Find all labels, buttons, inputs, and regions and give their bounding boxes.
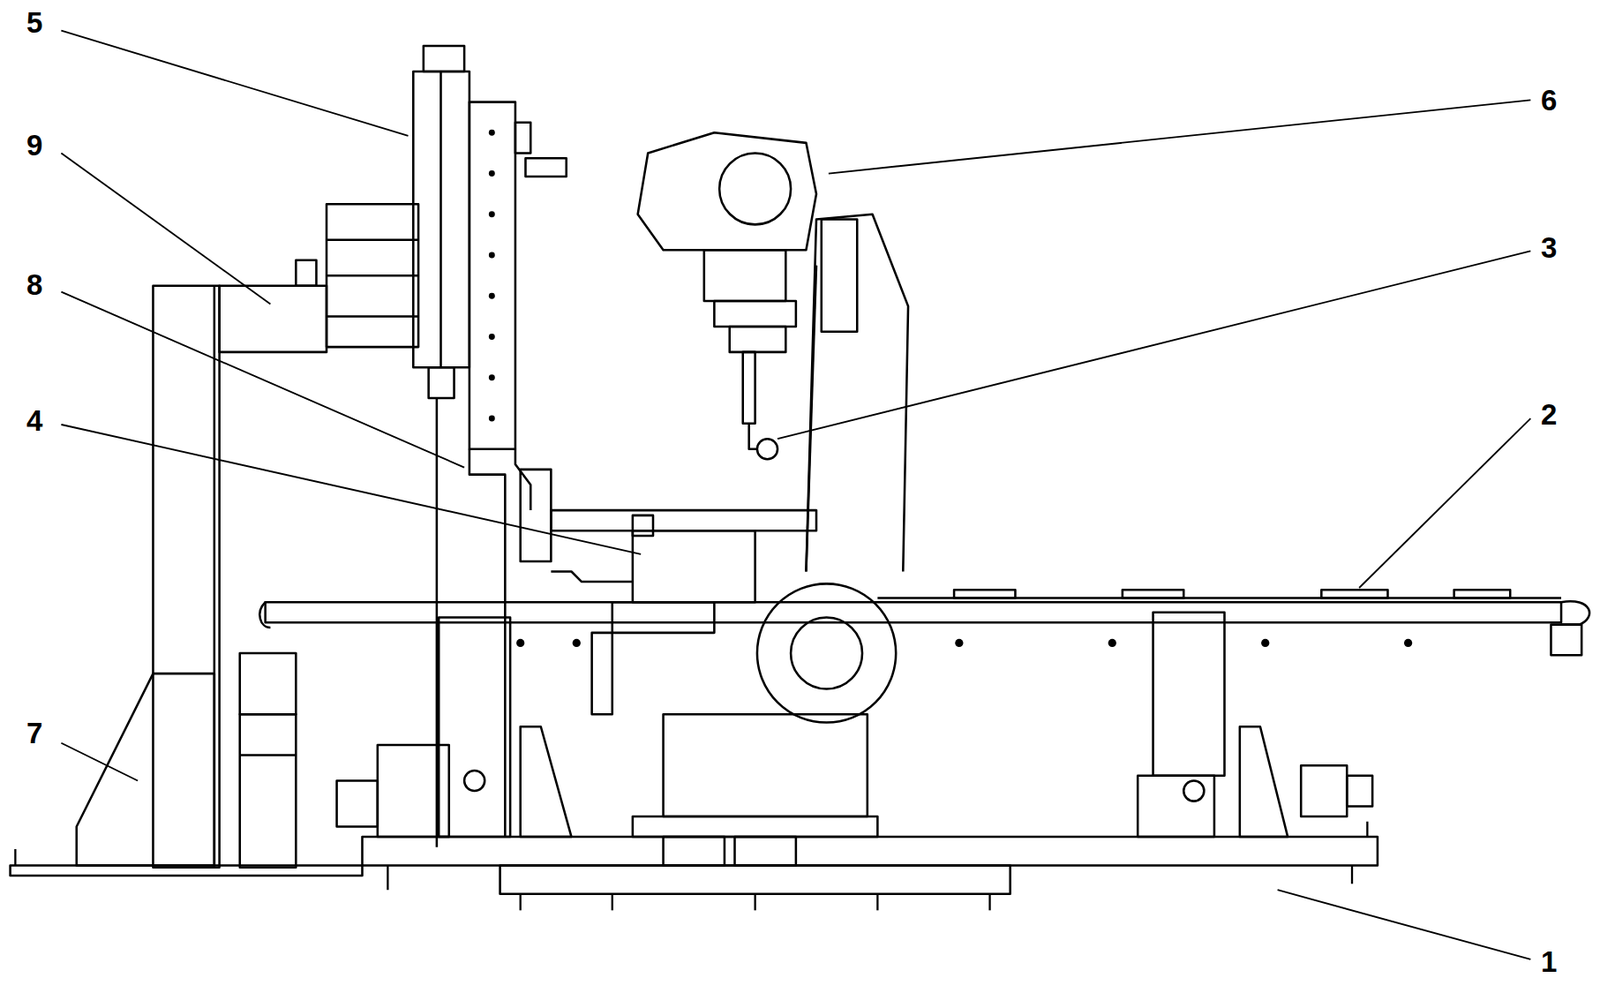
callout-number: 9 bbox=[24, 130, 45, 160]
callout-number: 8 bbox=[24, 270, 45, 300]
callout-number: 5 bbox=[24, 7, 45, 38]
callout-number: 1 bbox=[1539, 946, 1559, 977]
callout-number: 6 bbox=[1539, 85, 1559, 115]
callout-number: 4 bbox=[24, 405, 45, 436]
callout-number: 7 bbox=[24, 718, 45, 748]
callout-number: 3 bbox=[1539, 232, 1559, 263]
callout-number: 2 bbox=[1539, 399, 1559, 429]
